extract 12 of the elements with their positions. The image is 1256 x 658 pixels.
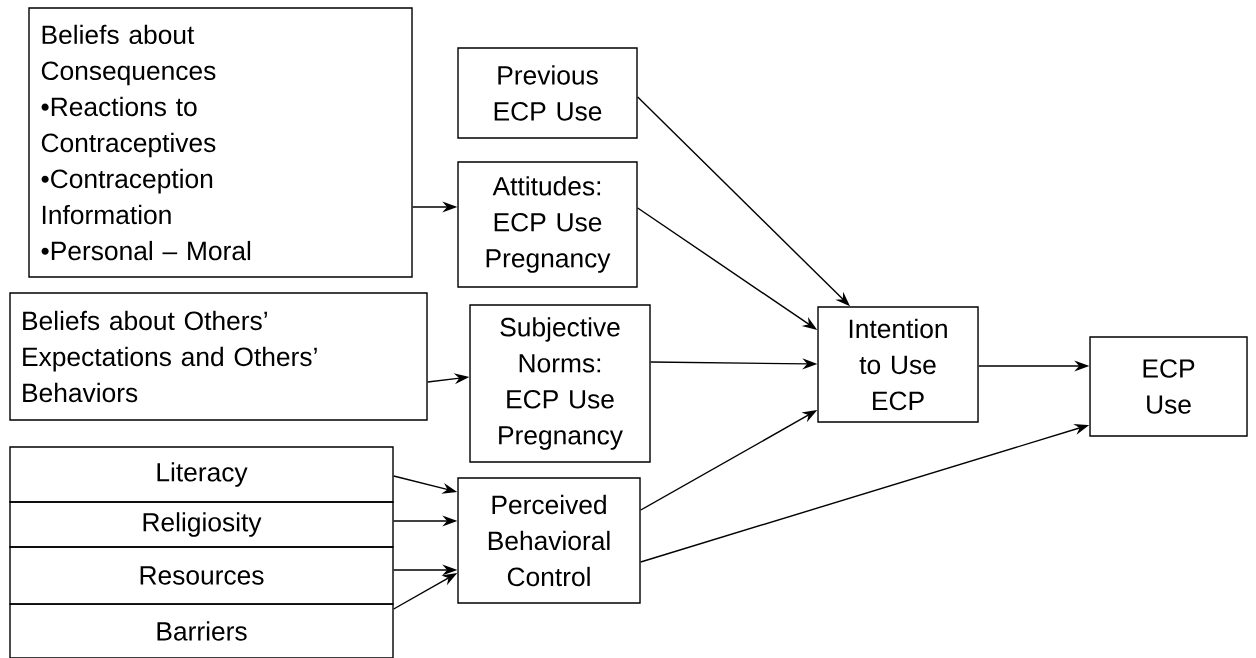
factor-box: Beliefs about Consequences •Reactions to Contraceptives •Contraception Information •Personal – Moral: [28, 7, 413, 278]
construct-box: Attitudes: ECP Use Pregnancy: [457, 161, 638, 288]
construct-box: Intention to Use ECP: [817, 306, 979, 423]
factor-box: Resources: [9, 546, 394, 605]
construct-box: Previous ECP Use: [457, 47, 638, 139]
construct-box: Perceived Behavioral Control: [457, 477, 641, 604]
construct-box: Subjective Norms: ECP Use Pregnancy: [469, 304, 651, 463]
outcome-box: ECP Use: [1089, 336, 1248, 437]
factor-box: Literacy: [9, 446, 394, 503]
factor-box: Religiosity: [9, 501, 394, 548]
factor-box: Barriers: [9, 603, 394, 658]
factor-box: Beliefs about Others’ Expectations and Others’ Behaviors: [9, 292, 428, 421]
